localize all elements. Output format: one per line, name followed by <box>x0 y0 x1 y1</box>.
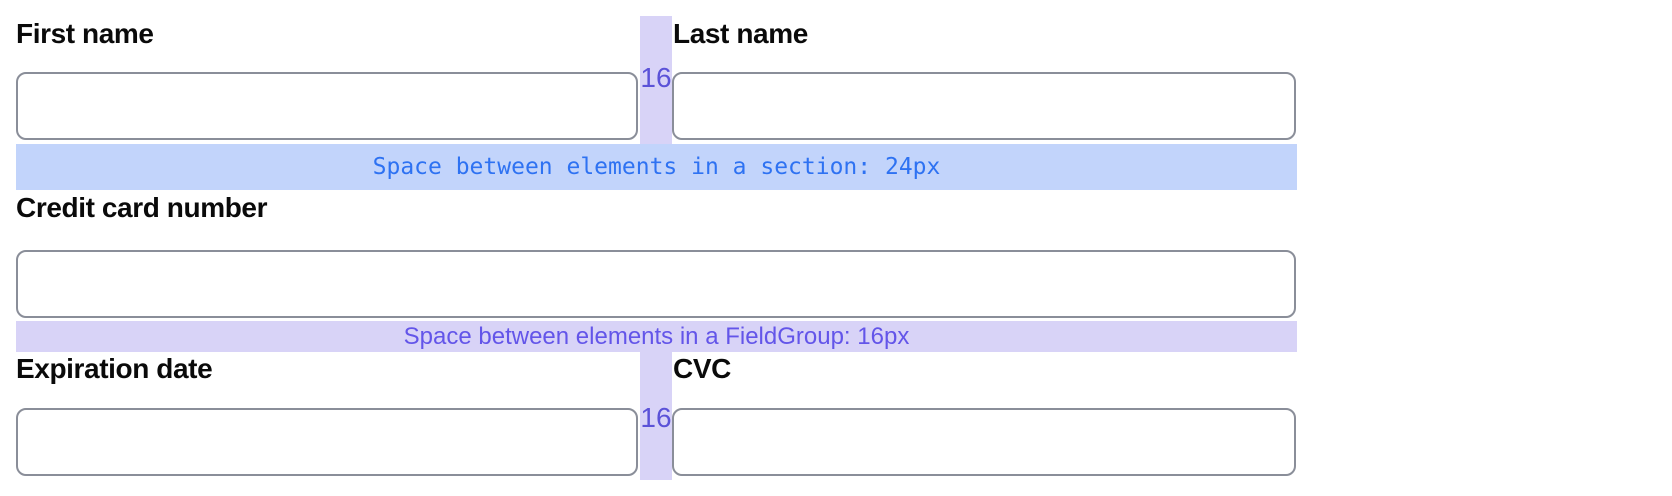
last-name-label: Last name <box>673 18 808 49</box>
first-name-input[interactable] <box>16 72 638 140</box>
column-gap-strip-bottom <box>640 352 672 480</box>
cvc-input[interactable] <box>672 408 1296 476</box>
section-spacing-band-text: Space between elements in a section: 24p… <box>372 154 941 180</box>
expiration-date-input[interactable] <box>16 408 638 476</box>
section-spacing-band: Space between elements in a section: 24p… <box>16 144 1297 190</box>
fieldgroup-spacing-band-text: Space between elements in a FieldGroup: … <box>403 322 910 350</box>
last-name-input[interactable] <box>672 72 1296 140</box>
column-gap-size-label-bottom: 16 <box>640 402 672 433</box>
expiration-date-label: Expiration date <box>16 353 213 384</box>
first-name-label: First name <box>16 18 154 49</box>
card-number-label: Credit card number <box>16 192 268 223</box>
column-gap-size-label-top: 16 <box>640 62 672 93</box>
column-gap-strip-top <box>640 16 672 144</box>
cvc-label: CVC <box>673 353 731 384</box>
fieldgroup-spacing-band: Space between elements in a FieldGroup: … <box>16 321 1297 352</box>
card-number-input[interactable] <box>16 250 1296 318</box>
